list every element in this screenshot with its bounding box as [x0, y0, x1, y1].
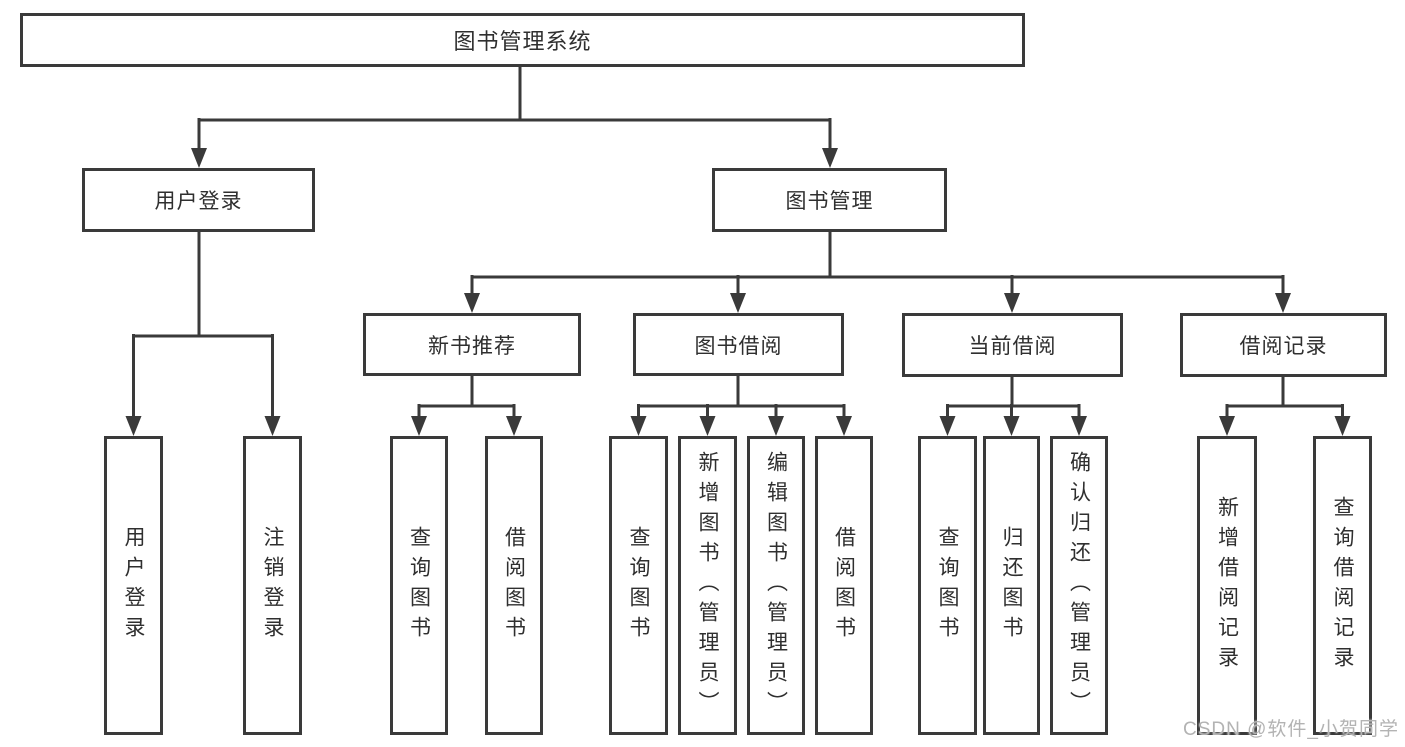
node-book-management-branch: 图书管理	[712, 168, 947, 232]
leaf-add-books-admin: 新增图书（管理员）	[678, 436, 737, 735]
node-label: 新增图书（管理员）	[696, 450, 719, 721]
node-label: 编辑图书（管理员）	[764, 450, 788, 721]
node-user-login-branch: 用户登录	[82, 168, 315, 232]
node-label: 新书推荐	[428, 334, 516, 358]
node-label: 查询图书	[936, 525, 959, 646]
node-label: 确认归还（管理员）	[1067, 450, 1091, 721]
leaf-borrow-books: 借阅图书	[815, 436, 873, 735]
leaf-add-borrow-record: 新增借阅记录	[1197, 436, 1257, 735]
node-label: 借阅图书	[832, 525, 856, 646]
node-label: 新增借阅记录	[1215, 495, 1239, 676]
node-label: 图书借阅	[694, 334, 783, 358]
node-borrowing-records: 借阅记录	[1180, 313, 1387, 377]
node-new-book-recommendation: 新书推荐	[363, 313, 581, 376]
node-label: 归还图书	[1000, 525, 1023, 646]
node-label: 借阅记录	[1239, 335, 1328, 358]
node-label: 查询图书	[407, 525, 431, 646]
arrowheads	[125, 148, 1351, 436]
node-label: 用户登录	[154, 190, 243, 213]
leaf-user-login: 用户登录	[104, 436, 163, 735]
node-label: 图书管理系统	[453, 29, 592, 54]
node-library-management-system: 图书管理系统	[20, 13, 1025, 67]
leaf-confirm-return-admin: 确认归还（管理员）	[1050, 436, 1108, 735]
node-label: 注销登录	[261, 525, 284, 646]
leaf-query-books-newbook: 查询图书	[390, 436, 448, 735]
node-book-borrowing: 图书借阅	[633, 313, 844, 376]
node-label: 查询借阅记录	[1331, 495, 1354, 676]
node-label: 当前借阅	[968, 335, 1057, 358]
node-label: 图书管理	[785, 190, 874, 213]
leaf-return-books: 归还图书	[983, 436, 1040, 735]
leaf-query-books-current: 查询图书	[918, 436, 977, 735]
leaf-logout: 注销登录	[243, 436, 302, 735]
leaf-query-books-borrow: 查询图书	[609, 436, 668, 735]
node-label: 借阅图书	[502, 525, 526, 646]
leaf-edit-books-admin: 编辑图书（管理员）	[747, 436, 805, 735]
node-current-borrowing: 当前借阅	[902, 313, 1123, 377]
leaf-borrow-books-newbook: 借阅图书	[485, 436, 543, 735]
leaf-query-borrow-record: 查询借阅记录	[1313, 436, 1372, 735]
csdn-watermark: CSDN @软件_小贺同学	[1183, 719, 1399, 740]
node-label: 用户登录	[122, 525, 145, 646]
node-label: 查询图书	[627, 525, 650, 646]
